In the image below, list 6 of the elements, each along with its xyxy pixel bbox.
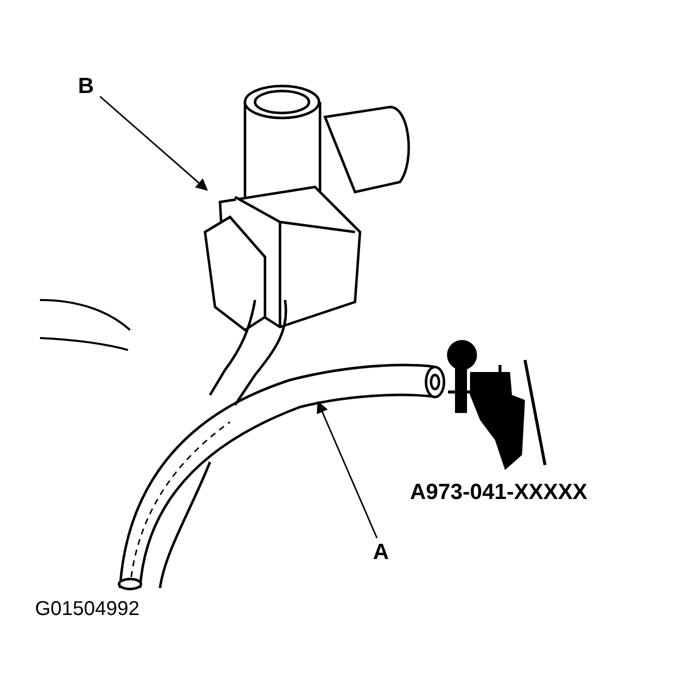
leader-arrow — [100, 96, 208, 191]
figure-number: G01504992 — [35, 597, 140, 621]
callout-letter: A — [373, 540, 393, 564]
callout-letter: B — [78, 74, 98, 98]
part-number: A973-041-XXXXX — [410, 480, 588, 504]
leader-arrow — [316, 400, 378, 538]
